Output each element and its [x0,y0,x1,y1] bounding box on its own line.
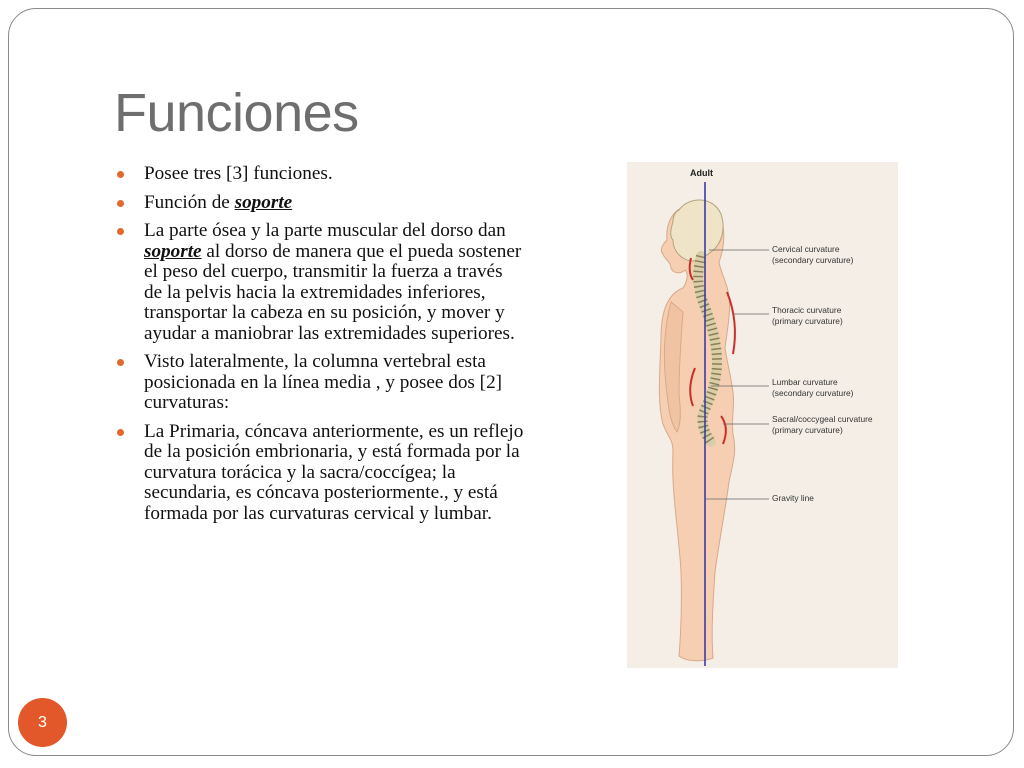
bullet-text: Visto lateralmente, la columna vertebral… [144,351,503,413]
lumbar-sublabel: (secondary curvature) [772,388,854,398]
thoracic-sublabel: (primary curvature) [772,316,843,326]
bullet-item: La Primaria, cóncava anteriormente, es u… [116,420,524,525]
bullet-text-after: al dorso de manera que el pueda sostener… [144,240,522,344]
bullet-item: Función de soporte [116,191,524,214]
cervical-sublabel: (secondary curvature) [772,255,854,265]
figure-heading: Adult [690,168,713,178]
sacral-sublabel: (primary curvature) [772,425,843,435]
bullet-text: La Primaria, cóncava anteriormente, es u… [144,420,524,524]
arm-shape [663,301,684,433]
spine-column [693,251,723,447]
bullet-text-before: La parte ósea y la parte muscular del do… [144,220,506,241]
page-number-badge: 3 [18,698,67,747]
spine-figure: Adult Cervical curvature (secondary curv… [627,162,898,668]
bullet-emphasis: soporte [144,240,202,262]
lumbar-curvature-mark [689,367,696,407]
bullet-text: Posee tres [3] funciones. [144,163,333,184]
gravity-line-label: Gravity line [772,493,814,503]
sacral-label: Sacral/coccygeal curvature [772,414,873,424]
cervical-label: Cervical curvature [772,244,840,254]
thoracic-label: Thoracic curvature [772,305,842,315]
bullet-dot-icon [117,428,124,436]
spine-illustration: Adult Cervical curvature (secondary curv… [658,168,873,666]
bullet-dot-icon [117,359,124,366]
bullet-dot-icon [117,171,124,178]
sacral-curvature-mark [720,415,727,445]
cervical-curvature-mark [688,257,694,281]
bullet-item: Posee tres [3] funciones. [116,163,524,185]
bullet-item: Visto lateralmente, la columna vertebral… [116,351,524,414]
bullet-dot-icon [117,228,124,235]
bullet-list: Posee tres [3] funciones. Función de sop… [116,163,524,532]
bullet-text-before: Función de [144,191,235,213]
bullet-item: La parte ósea y la parte muscular del do… [116,220,524,344]
thoracic-curvature-mark [726,291,736,355]
bullet-dot-icon [117,199,124,207]
lumbar-label: Lumbar curvature [772,377,838,387]
bullet-emphasis: soporte [234,191,293,213]
slide-title: Funciones [114,83,359,143]
skull-shape [670,199,724,262]
